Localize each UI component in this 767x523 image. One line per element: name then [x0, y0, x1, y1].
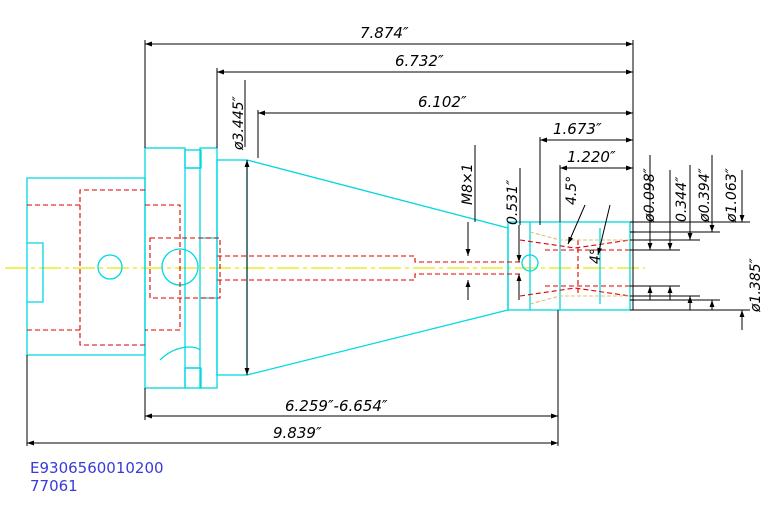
part-code: 77061 — [30, 477, 78, 495]
dim-gauge-to-nose: 6.732″ — [395, 52, 444, 70]
dim-dia-1385: ø1.385″ — [748, 257, 764, 313]
dimension-lines — [26, 40, 750, 446]
dim-angle-4: 4° — [588, 248, 604, 264]
dim-thread: M8×1 — [460, 163, 476, 205]
part-number: E9306560010200 — [30, 459, 164, 477]
dim-dia-0098: ø0.098″ — [642, 167, 658, 223]
dim-dia-1063: ø1.063″ — [724, 167, 740, 223]
dim-adjust-range: 6.259″-6.654″ — [285, 397, 388, 415]
collet — [529, 231, 630, 305]
dim-nose-length: 1.673″ — [553, 120, 602, 138]
dim-collet-length: 1.220″ — [567, 148, 616, 166]
dim-dia-0394: ø0.394″ — [697, 167, 713, 223]
dim-bore-0531: 0.531″ — [505, 179, 521, 225]
dim-flange-diameter: ø3.445″ — [231, 95, 247, 151]
dim-dia-0344: 0.344″ — [674, 176, 690, 222]
dim-overall-length: 7.874″ — [360, 24, 409, 42]
dim-angle-45: 4.5° — [564, 176, 580, 205]
dim-taper-length: 6.102″ — [418, 93, 467, 111]
dim-total-length: 9.839″ — [273, 424, 322, 442]
hidden-lines — [27, 189, 631, 346]
